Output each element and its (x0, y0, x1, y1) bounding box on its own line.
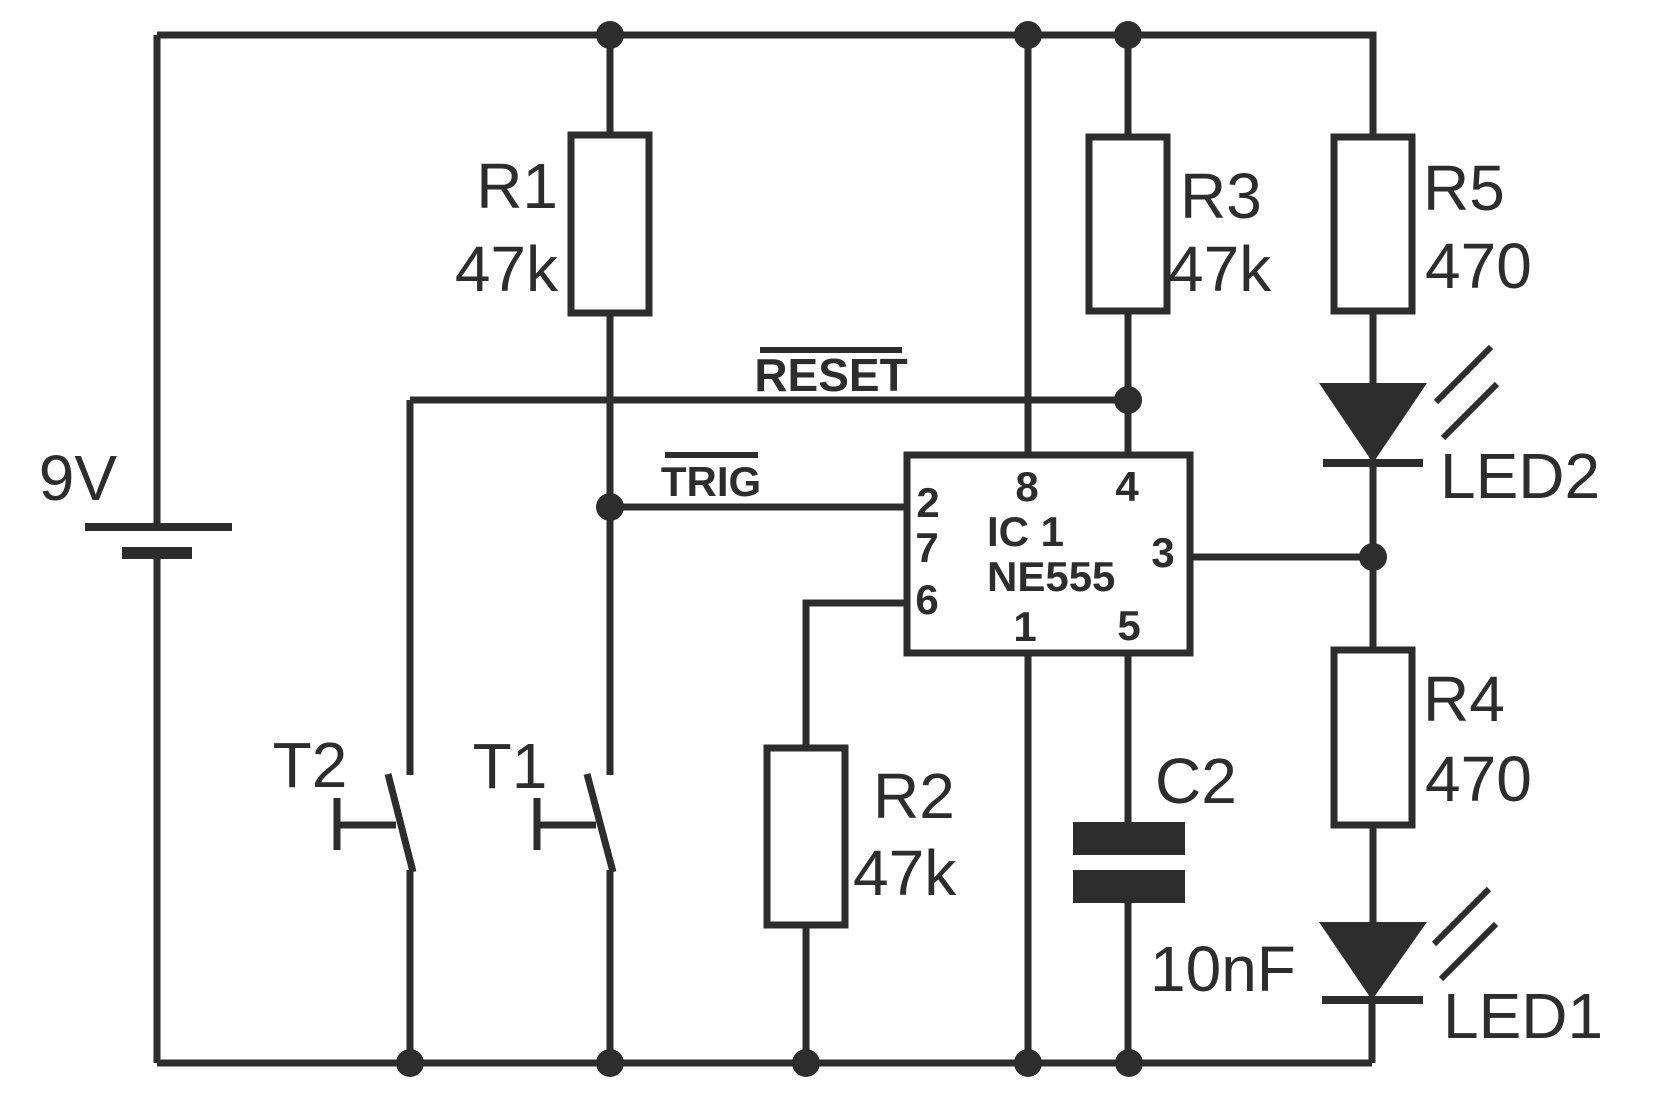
junction-dot (1359, 543, 1387, 571)
pushbutton-t2-ref: T2 (273, 729, 348, 801)
led1-anode-triangle (1319, 922, 1427, 1000)
c2-top-plate (1073, 822, 1185, 855)
led1-light-arrow-2 (1438, 921, 1499, 982)
resistor-r4-ref: R4 (1423, 663, 1505, 735)
junction-dot (1014, 1049, 1042, 1077)
resistor-r3-value: 47k (1168, 233, 1272, 305)
pin6-wire (802, 599, 907, 748)
resistor-r3: R3 47k (1085, 133, 1272, 315)
resistor-r5-value: 470 (1425, 230, 1532, 302)
junction-dot (596, 21, 624, 49)
ic-ne555: 2 7 6 8 4 3 1 5 IC 1 NE555 (903, 451, 1194, 657)
resistor-r4-body (1330, 646, 1416, 829)
ic-pin8-label: 8 (1015, 463, 1038, 510)
pushbutton-t1: T1 (473, 730, 617, 873)
resistor-r5: R5 470 (1330, 133, 1532, 315)
led2-light-arrow-2 (1440, 381, 1500, 441)
led2-ref: LED2 (1440, 440, 1600, 512)
trig-label: TRIG (661, 458, 761, 505)
ic-pin3-label: 3 (1151, 529, 1174, 576)
junction-dot (596, 493, 624, 521)
battery-9v: 9V (39, 442, 232, 559)
junction-dot (396, 1049, 424, 1077)
resistor-r5-ref: R5 (1423, 152, 1505, 224)
led2: LED2 (1319, 344, 1600, 512)
c2-bottom-plate (1073, 870, 1185, 903)
pushbutton-t2: T2 (273, 729, 417, 873)
resistor-r1-value: 47k (455, 233, 559, 305)
ic-ref: IC 1 (987, 508, 1064, 555)
resistor-r3-ref: R3 (1180, 160, 1262, 232)
net-label-trig: TRIG (661, 452, 761, 505)
t1-lever (583, 773, 617, 873)
ic-part-number: NE555 (987, 553, 1115, 600)
junction-dot (1115, 1049, 1143, 1077)
ic-pin1-label: 1 (1013, 603, 1036, 650)
capacitor-c2-ref: C2 (1155, 745, 1237, 817)
resistor-r1-ref: R1 (476, 150, 558, 222)
led2-light-arrow-1 (1433, 344, 1494, 405)
led1: LED1 (1319, 886, 1603, 1052)
capacitor-c2: C2 10nF (1073, 745, 1296, 1005)
resistor-r2-value: 47k (853, 837, 957, 909)
battery-label: 9V (39, 442, 118, 514)
capacitor-c2-value: 10nF (1150, 933, 1296, 1005)
junction-dot (1014, 21, 1042, 49)
led2-anode-triangle (1319, 383, 1427, 463)
power-rails (153, 31, 1377, 1067)
ic-pin7-label: 7 (915, 524, 938, 571)
junction-dot (1114, 386, 1142, 414)
junction-dot (596, 1049, 624, 1077)
resistor-r2: R2 47k (763, 744, 957, 929)
ic-pin4-label: 4 (1115, 463, 1139, 510)
ic-pin2-label: 2 (916, 479, 939, 526)
net-label-reset: RESET (754, 347, 908, 401)
led1-light-arrow-1 (1431, 886, 1492, 947)
resistor-r4-value: 470 (1425, 743, 1532, 815)
top-rail-wire (157, 31, 1377, 137)
led1-ref: LED1 (1443, 980, 1603, 1052)
resistor-r3-body (1085, 133, 1171, 315)
resistor-r2-ref: R2 (873, 760, 955, 832)
ic-pin6-label: 6 (915, 576, 938, 623)
reset-label: RESET (754, 349, 907, 401)
signal-wires (406, 35, 1377, 1063)
pushbutton-t1-ref: T1 (473, 730, 548, 802)
junction-dot (792, 1049, 820, 1077)
ic-body (903, 451, 1194, 657)
resistor-r4: R4 470 (1330, 646, 1532, 829)
resistor-r1: R1 47k (455, 131, 653, 317)
resistor-r5-body (1330, 133, 1416, 315)
junction-dots (396, 21, 1387, 1077)
resistor-r2-body (763, 744, 849, 929)
ic-pin5-label: 5 (1117, 602, 1140, 649)
junction-dot (1114, 21, 1142, 49)
t2-lever (384, 773, 417, 873)
resistor-r1-body (567, 131, 653, 317)
